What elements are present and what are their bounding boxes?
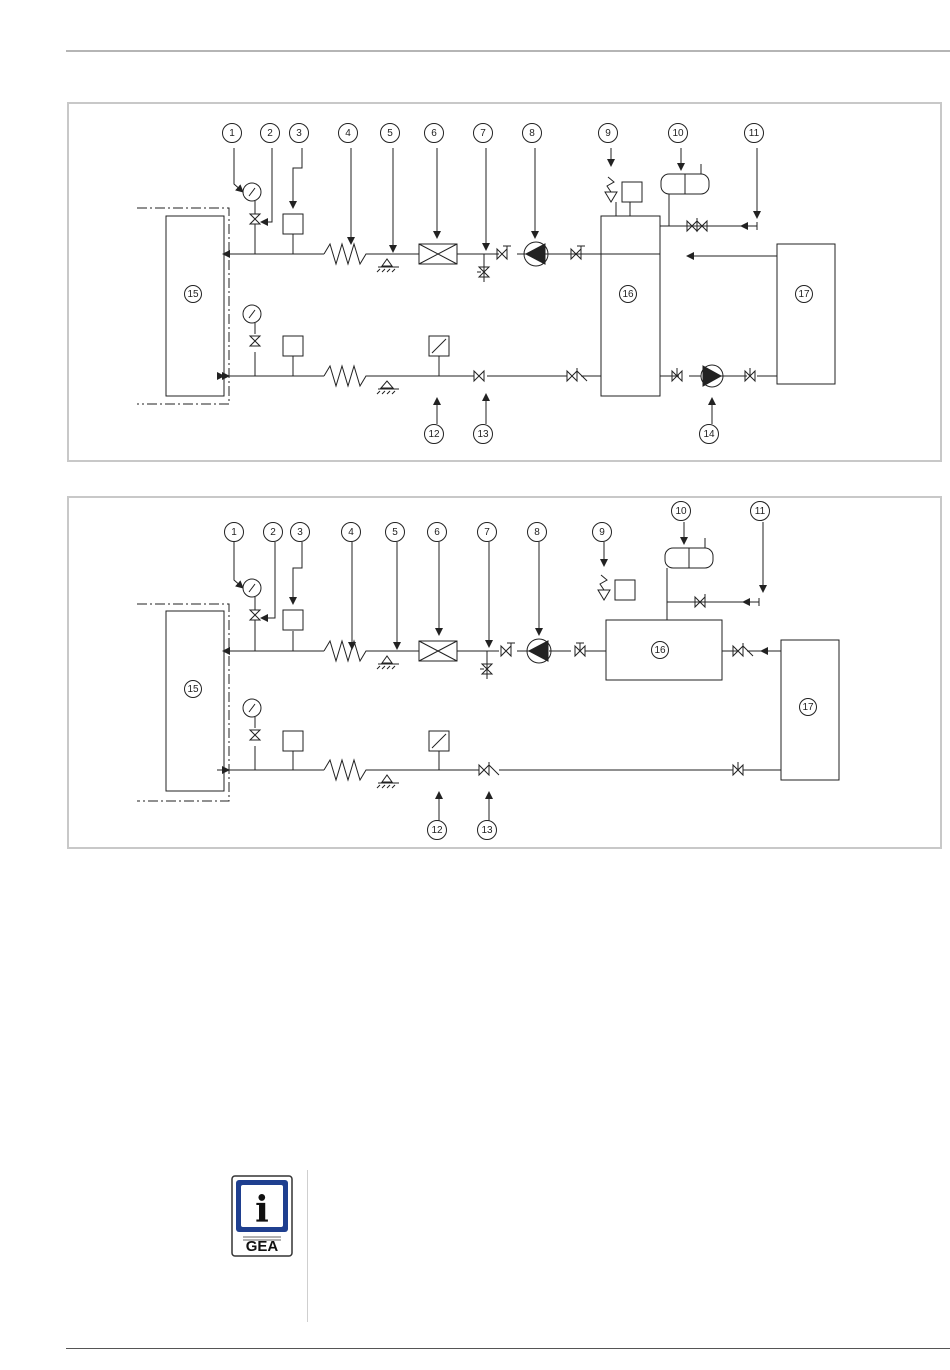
valve-pump-inlet (497, 246, 517, 259)
diagram-panel-top (67, 102, 942, 462)
consumer-label: 17 (795, 285, 813, 303)
header-rule (66, 50, 950, 52)
callout-6: 6 (424, 123, 444, 143)
callout-1: 1 (224, 522, 244, 542)
callout-7: 7 (477, 522, 497, 542)
callout-14: 14 (699, 424, 719, 444)
diagram-panel-bottom (67, 496, 942, 849)
evaporator-unit (137, 208, 229, 404)
consumer-label: 17 (799, 698, 817, 716)
callout-12: 12 (427, 820, 447, 840)
callout-8: 8 (522, 123, 542, 143)
callout-10: 10 (671, 501, 691, 521)
callout-1: 1 (222, 123, 242, 143)
callout-4: 4 (341, 522, 361, 542)
evaporator-label: 15 (184, 285, 202, 303)
callout-9: 9 (592, 522, 612, 542)
callout-13: 13 (477, 820, 497, 840)
callout-5: 5 (380, 123, 400, 143)
receiver-label: 16 (619, 285, 637, 303)
callout-12: 12 (424, 424, 444, 444)
return-line-top (224, 366, 601, 386)
gea-logo-text: GEA (246, 1238, 279, 1255)
callout-7: 7 (473, 123, 493, 143)
receiver-unit (601, 216, 660, 396)
callout-3: 3 (289, 123, 309, 143)
callout-leaders-top (234, 148, 757, 424)
footer-rule (66, 1348, 950, 1349)
info-divider (307, 1170, 308, 1322)
callout-10: 10 (668, 123, 688, 143)
info-icon: i GEA (231, 1175, 293, 1257)
callout-9: 9 (598, 123, 618, 143)
receiver-label: 16 (651, 641, 669, 659)
info-symbol: i (255, 1189, 269, 1231)
pump-8 (524, 242, 548, 266)
callout-6: 6 (427, 522, 447, 542)
callout-11: 11 (750, 501, 770, 521)
callout-4: 4 (338, 123, 358, 143)
evaporator-unit (137, 604, 229, 801)
supply-line-top (223, 244, 660, 266)
callout-13: 13 (473, 424, 493, 444)
callout-11: 11 (744, 123, 764, 143)
callout-5: 5 (385, 522, 405, 542)
callout-3: 3 (290, 522, 310, 542)
callout-2: 2 (260, 123, 280, 143)
consumer-unit (777, 244, 835, 384)
callout-2: 2 (263, 522, 283, 542)
evaporator-label: 15 (184, 680, 202, 698)
callout-leaders-bottom (234, 522, 763, 821)
callout-8: 8 (527, 522, 547, 542)
